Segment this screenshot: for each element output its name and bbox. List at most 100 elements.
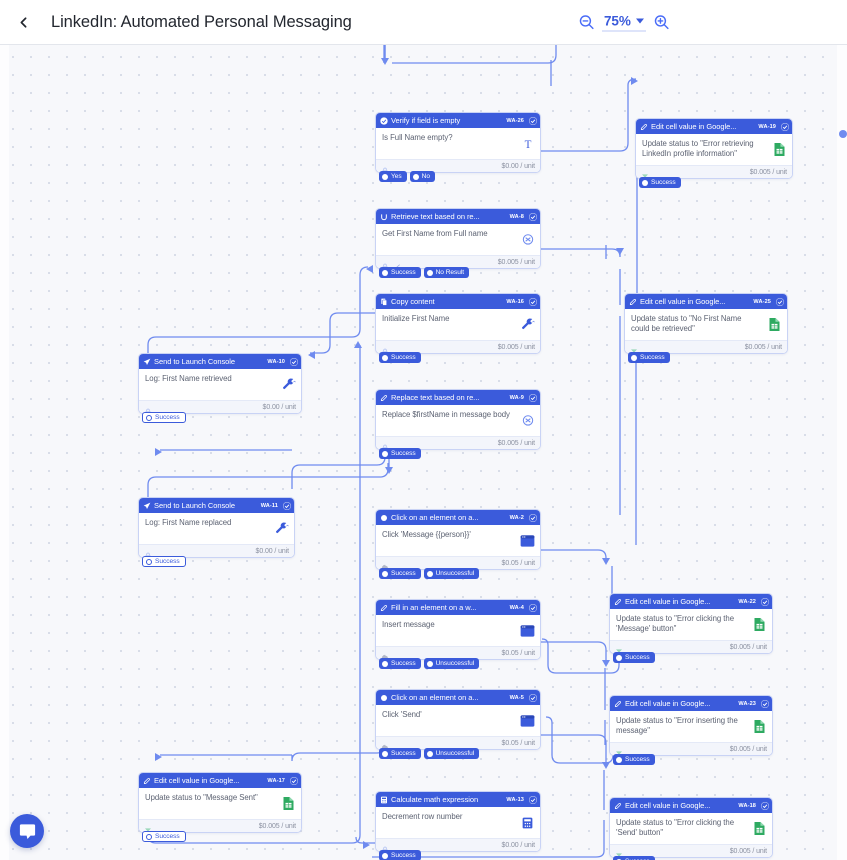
zoom-out-icon[interactable] xyxy=(578,14,595,31)
port-success[interactable]: Success xyxy=(379,448,421,459)
gear-icon xyxy=(381,649,389,662)
node-price: $0.05 / unit xyxy=(501,739,536,747)
port-success[interactable]: Success xyxy=(613,754,655,765)
node-price: $0.005 / unit xyxy=(497,258,535,266)
edit-icon xyxy=(614,802,622,810)
node-price: $0.05 / unit xyxy=(501,649,536,657)
port-unsuccessful[interactable]: Unsuccessful xyxy=(423,748,480,759)
node-wa-19[interactable]: Edit cell value in Google... WA-19 Updat… xyxy=(635,118,793,188)
node-header: Calculate math expression WA-13 xyxy=(376,792,540,807)
node-wa-9[interactable]: Replace text based on re... WA-9 Replace… xyxy=(375,389,541,459)
node-price: $0.00 / unit xyxy=(501,841,536,849)
port-unsuccessful[interactable]: Unsuccessful xyxy=(423,568,480,579)
node-wa-26[interactable]: Verify if field is empty WA-26 Is Full N… xyxy=(375,112,541,182)
node-description: Update status to "Error inserting the me… xyxy=(616,716,738,736)
port-success[interactable]: Success xyxy=(142,412,186,423)
port-success[interactable]: Success xyxy=(639,177,681,188)
port-label: Success xyxy=(155,833,180,840)
node-wa-16[interactable]: Copy content WA-16 Initialize First Name… xyxy=(375,293,541,363)
node-header: Edit cell value in Google... WA-18 xyxy=(610,798,772,813)
workflow-canvas[interactable]: Verify if field is empty WA-26 Is Full N… xyxy=(0,45,847,860)
chat-launcher-button[interactable] xyxy=(10,814,44,848)
node-header: Click on an element on a... WA-5 xyxy=(376,690,540,705)
node-wa-11[interactable]: Send to Launch Console WA-11 Log: First … xyxy=(138,497,295,567)
node-body: Is Full Name empty? T xyxy=(376,128,540,159)
status-check-icon xyxy=(761,699,769,708)
filter-icon xyxy=(630,343,638,356)
node-wa-17[interactable]: Edit cell value in Google... WA-17 Updat… xyxy=(138,772,302,842)
node-wa-13[interactable]: Calculate math expression WA-13 Decremen… xyxy=(375,791,541,860)
top-toolbar: LinkedIn: Automated Personal Messaging 7… xyxy=(0,0,847,45)
status-check-icon xyxy=(529,513,537,522)
google-sheets-icon xyxy=(752,617,767,632)
node-title: Copy content xyxy=(391,297,435,306)
zoom-in-icon[interactable] xyxy=(653,14,670,31)
status-check-icon xyxy=(529,297,537,306)
port-dot-icon xyxy=(382,570,388,577)
filter-icon xyxy=(615,745,623,758)
node-description: Is Full Name empty? xyxy=(382,133,453,142)
status-check-icon xyxy=(290,776,298,785)
node-output-ports: Success xyxy=(379,448,421,459)
node-header: Copy content WA-16 xyxy=(376,294,540,309)
node-body: Update status to "Error inserting the me… xyxy=(610,711,772,742)
node-header: Send to Launch Console WA-11 xyxy=(139,498,294,513)
node-price: $0.00 / unit xyxy=(255,547,290,555)
node-wa-5[interactable]: Click on an element on a... WA-5 Click '… xyxy=(375,689,541,759)
back-button[interactable] xyxy=(6,5,40,39)
port-success[interactable]: Success xyxy=(613,652,655,663)
node-wa-10[interactable]: Send to Launch Console WA-10 Log: First … xyxy=(138,353,302,423)
port-label: Success xyxy=(391,750,416,757)
node-wa-2[interactable]: Click on an element on a... WA-2 Click '… xyxy=(375,509,541,579)
port-success[interactable]: Success xyxy=(379,850,421,860)
lock-icon xyxy=(381,439,389,451)
node-body: Get First Name from Full name xyxy=(376,224,540,255)
port-no[interactable]: No xyxy=(409,171,435,182)
port-yes[interactable]: Yes xyxy=(379,171,407,182)
port-success[interactable]: Success xyxy=(379,748,421,759)
node-body: Update status to "Error clicking the 'Me… xyxy=(610,609,772,640)
port-success[interactable]: Success xyxy=(142,556,186,567)
port-no-result[interactable]: No Result xyxy=(423,267,470,278)
node-wa-22[interactable]: Edit cell value in Google... WA-22 Updat… xyxy=(609,593,773,663)
node-wa-23[interactable]: Edit cell value in Google... WA-23 Updat… xyxy=(609,695,773,765)
edit-icon xyxy=(640,123,648,131)
regex-icon xyxy=(520,232,535,247)
node-wa-4[interactable]: Fill in an element on a w... WA-4 Insert… xyxy=(375,599,541,669)
cursor-circle-icon xyxy=(380,694,388,702)
calculator-icon xyxy=(520,815,535,830)
chat-bubble-icon xyxy=(19,823,35,839)
edit-icon xyxy=(629,298,637,306)
port-success[interactable]: Success xyxy=(379,658,421,669)
node-wa-8[interactable]: Retrieve text based on re... WA-8 Get Fi… xyxy=(375,208,541,278)
port-success[interactable]: Success xyxy=(613,856,655,860)
node-output-ports: Success Unsuccessful xyxy=(379,568,480,579)
port-success[interactable]: Success xyxy=(379,352,421,363)
port-unsuccessful[interactable]: Unsuccessful xyxy=(423,658,480,669)
port-dot-icon xyxy=(382,354,388,361)
node-body: Insert message xyxy=(376,615,540,646)
port-success[interactable]: Success xyxy=(379,267,421,278)
node-title: Edit cell value in Google... xyxy=(640,297,726,306)
node-wa-18[interactable]: Edit cell value in Google... WA-18 Updat… xyxy=(609,797,773,860)
port-success[interactable]: Success xyxy=(379,568,421,579)
node-body: Log: First Name replaced xyxy=(139,513,294,544)
node-description: Update status to "Message Sent" xyxy=(145,793,258,802)
port-success[interactable]: Success xyxy=(142,831,186,842)
node-body: Update status to "Error clicking the 'Se… xyxy=(610,813,772,844)
node-price: $0.00 / unit xyxy=(262,403,297,411)
status-check-icon xyxy=(290,357,298,366)
zoom-controls: 75% xyxy=(578,13,670,32)
node-code-badge: WA-13 xyxy=(506,796,524,803)
node-code-badge: WA-16 xyxy=(506,298,524,305)
node-output-ports: Success xyxy=(142,412,186,423)
node-title: Edit cell value in Google... xyxy=(651,122,737,131)
filter-icon xyxy=(641,168,649,181)
port-dot-icon xyxy=(382,852,388,859)
port-success[interactable]: Success xyxy=(628,352,670,363)
status-check-icon xyxy=(776,297,784,306)
zoom-level-select[interactable]: 75% xyxy=(602,13,646,32)
node-code-badge: WA-9 xyxy=(509,394,524,401)
node-wa-25[interactable]: Edit cell value in Google... WA-25 Updat… xyxy=(624,293,788,363)
port-label: Yes xyxy=(391,173,402,180)
